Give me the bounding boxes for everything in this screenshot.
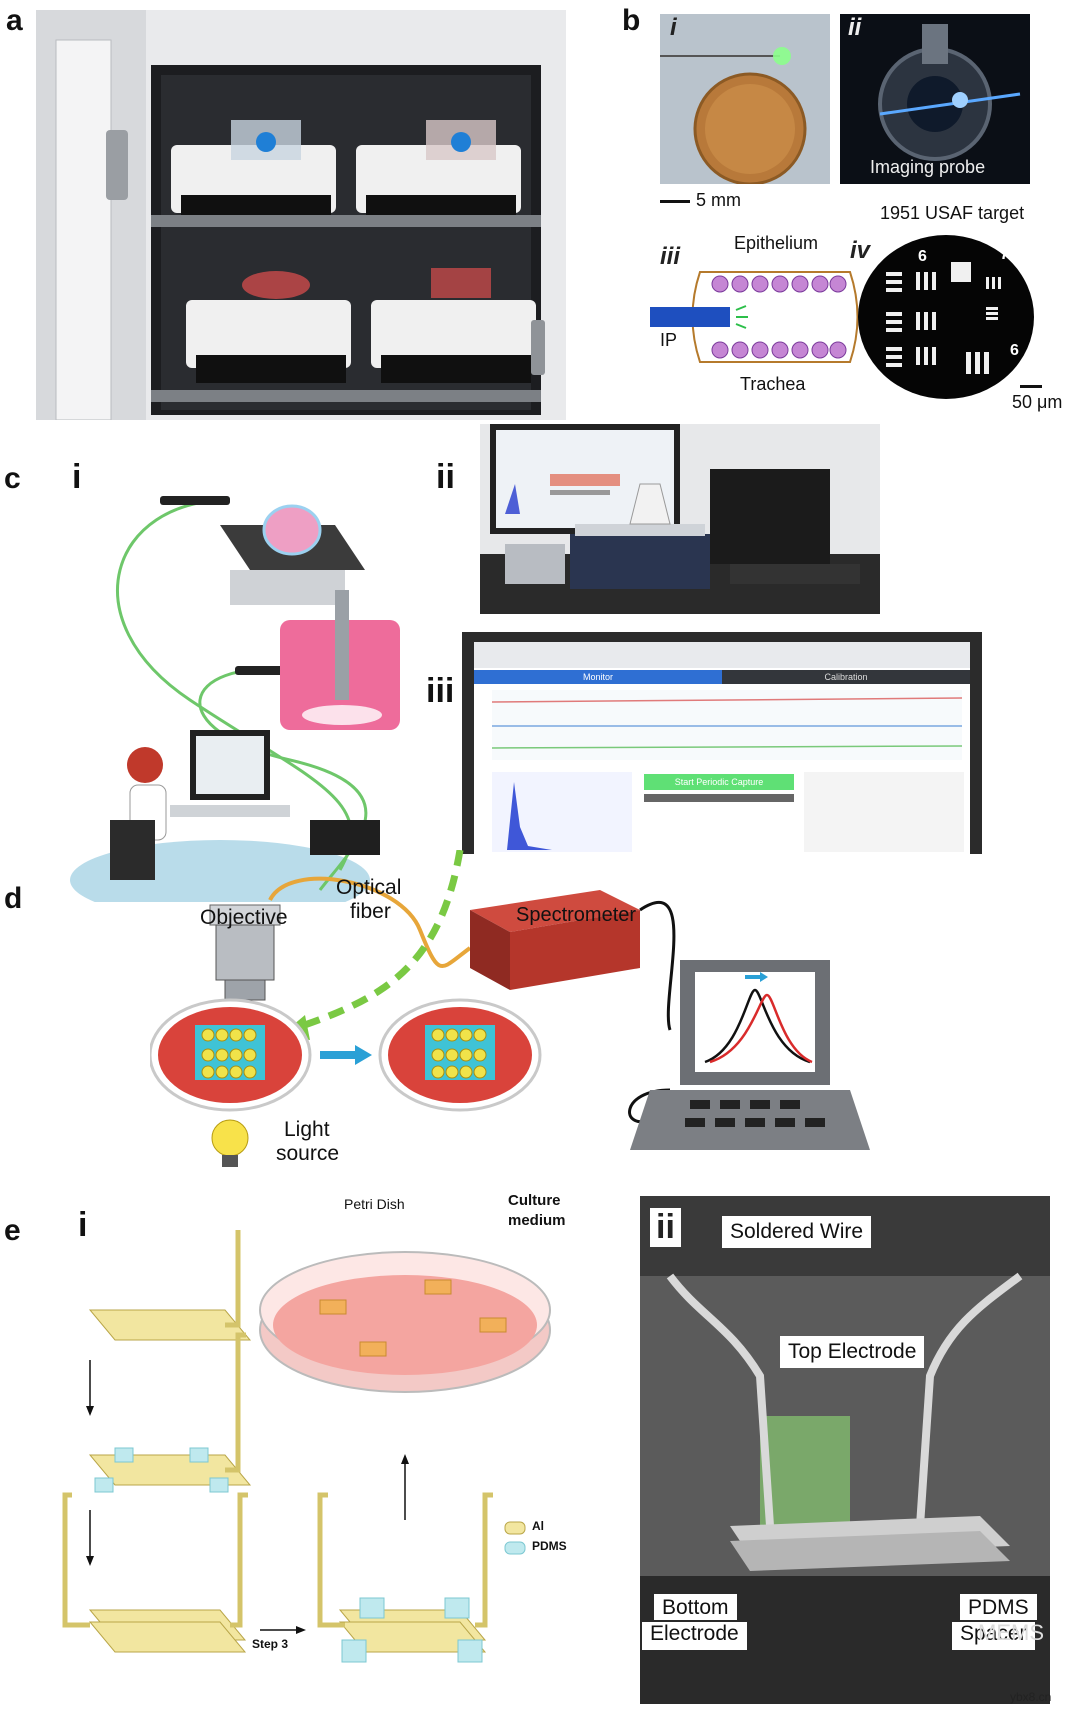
scale-label-5mm: 5 mm: [696, 190, 741, 210]
top-electrode-label: Top Electrode: [780, 1336, 925, 1368]
epithelium-label: Epithelium: [734, 233, 819, 253]
e-sub-i: i: [78, 1206, 88, 1244]
c-sub-iii: iii: [426, 672, 455, 710]
watermark-site: ybx8.cn: [1010, 1690, 1052, 1704]
culture-medium-label-1: Culture: [508, 1192, 561, 1209]
petri-dish-label: Petri Dish: [344, 1196, 405, 1212]
bottom-electrode-label-2: Electrode: [642, 1622, 747, 1650]
sensor-fabrication-diagram: [60, 1230, 590, 1710]
lab-setup-photo: [480, 424, 880, 614]
ip-label: IP: [660, 330, 678, 350]
usaf-target: [856, 232, 1036, 402]
panel-e-letter: e: [4, 1214, 21, 1247]
light-source-label-2: source: [276, 1142, 340, 1165]
bottom-electrode-label-1: Bottom: [654, 1594, 737, 1620]
panel-d-letter: d: [4, 882, 23, 915]
spr-setup-diagram: [150, 850, 940, 1170]
incubator-device-1: [171, 120, 336, 215]
capture-settings: [644, 794, 794, 802]
trachea-diagram: [650, 262, 880, 382]
pdms-spacer-label-2: Spacer: [952, 1622, 1035, 1650]
usaf-title: 1951 USAF target: [880, 203, 1025, 223]
capture-button[interactable]: Start Periodic Capture: [644, 774, 794, 790]
c-sub-ii: ii: [436, 458, 455, 496]
culture-medium-label-2: medium: [508, 1212, 566, 1229]
c-sub-i: i: [72, 458, 82, 496]
legend-al-label: Al: [532, 1519, 544, 1533]
usaf-group-7-label: 7: [1000, 246, 1009, 263]
pdms-spacer-label-1: PDMS: [960, 1594, 1037, 1620]
stats-panel: [804, 772, 964, 852]
spectrometer-label: Spectrometer: [516, 904, 637, 926]
light-source-label-1: Light: [284, 1118, 330, 1141]
b-sub-iv: iv: [850, 237, 871, 264]
imaging-probe-label: Imaging probe: [870, 157, 986, 177]
soldered-wire-label: Soldered Wire: [722, 1216, 872, 1248]
software-screenshot: Monitor Calibration Start Periodic Captu…: [462, 632, 982, 854]
scale-bar-5mm: [660, 200, 690, 203]
penny-photo: [660, 14, 830, 184]
browser-bar: [474, 642, 970, 668]
b-sub-iii: iii: [660, 243, 681, 270]
scale-bar-50um: [1020, 385, 1042, 388]
panel-b-letter: b: [622, 4, 641, 37]
legend-pdms-label: PDMS: [532, 1539, 567, 1553]
e-sub-ii: ii: [650, 1208, 681, 1247]
incubator-device-4: [371, 268, 536, 383]
b-sub-ii: ii: [848, 14, 862, 41]
usaf-group-6-label-2: 6: [1010, 342, 1019, 359]
b-sub-i: i: [670, 14, 677, 41]
time-series-plot: [492, 690, 962, 760]
usaf-group-6-label: 6: [918, 248, 927, 265]
trachea-label: Trachea: [740, 374, 806, 394]
incubator-device-2: [356, 120, 521, 215]
scale-label-50um: 50 μm: [1012, 392, 1063, 412]
incubator-photo: [36, 10, 566, 420]
histogram-plot: [492, 772, 632, 852]
optical-fiber-label-2: fiber: [350, 900, 391, 923]
bioreactor-illustration: [70, 470, 410, 902]
incubator-device-3: [186, 271, 351, 383]
imaging-probe-photo: [840, 14, 1030, 184]
panel-a-letter: a: [6, 4, 23, 37]
panel-c-letter: c: [4, 462, 21, 495]
objective-label: Objective: [200, 906, 288, 929]
optical-fiber-label-1: Optical: [336, 876, 402, 899]
tab-monitor[interactable]: Monitor: [474, 670, 722, 684]
tab-calibration[interactable]: Calibration: [722, 670, 970, 684]
watermark-brand: MEMS: [978, 1620, 1044, 1645]
step3-label: Step 3: [252, 1637, 289, 1651]
